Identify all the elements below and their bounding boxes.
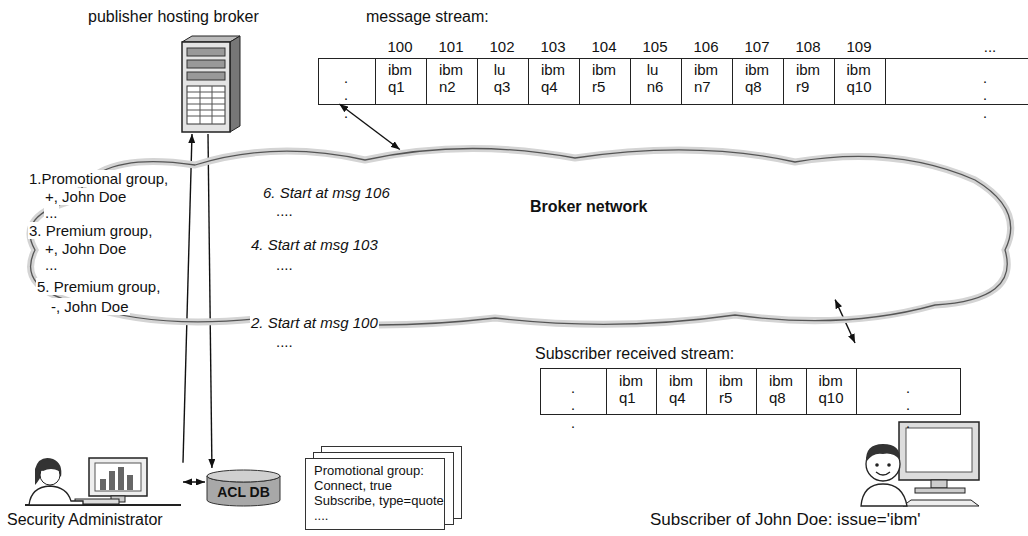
column-header: 102 [488, 38, 515, 55]
ellipsis-cell: · · · [570, 382, 577, 434]
start-note: .... [275, 256, 294, 273]
ellipsis-cell: · · · [343, 72, 350, 124]
connector-arrow [183, 481, 205, 482]
node-text: Promotional group: [314, 464, 436, 479]
node-text: Connect, true [314, 479, 436, 494]
node-text: publisher hosting broker [88, 8, 259, 26]
received-stream-table: Subscriber received stream: [535, 343, 960, 416]
column-header: 106 [692, 38, 719, 55]
administrator-figure [5, 455, 183, 511]
connector-arrow [183, 134, 192, 463]
start-note: 6. Start at msg 106 [262, 184, 391, 201]
start-note: 4. Start at msg 103 [250, 236, 379, 253]
column-header: 104 [590, 38, 617, 55]
message-cell: ibm q4 [540, 61, 566, 96]
acl-update-note: -, John Doe [50, 298, 130, 315]
ellipsis-cell: · · · [905, 382, 912, 434]
column-header: 100 [386, 38, 413, 55]
node-text: ACL DB [217, 484, 270, 500]
start-note: .... [275, 202, 294, 219]
received-cell: ibm q8 [768, 372, 794, 407]
acl-update-note: 5. Premium group, [36, 278, 161, 295]
acl-document: Promotional group:Connect, trueSubscribe… [305, 458, 445, 530]
received-cell: ibm q1 [618, 372, 644, 407]
received-cell: ibm q10 [817, 372, 844, 407]
acl-update-note: +, John Doe [44, 240, 127, 257]
node-text: message stream: [366, 8, 489, 26]
acl-update-note: ... [44, 256, 59, 273]
broker-network-cloud: Broker network [15, 140, 1025, 330]
column-header: ... [983, 38, 998, 55]
column-header: 101 [437, 38, 464, 55]
node-text: Security Administrator [7, 511, 163, 529]
ellipsis-cell: · · · [982, 72, 989, 124]
column-header: 108 [794, 38, 821, 55]
column-header: 105 [641, 38, 668, 55]
node-text: .... [314, 509, 436, 524]
node-text: Subscribe, type=quote [314, 494, 436, 509]
connector-arrow [208, 134, 212, 468]
subscriber: Subscriber of John Doe: issue='ibm' [648, 418, 1022, 532]
acl-update-note: +, John Doe [44, 188, 127, 205]
message-cell: ibm n7 [693, 61, 719, 96]
message-cell: ibm q8 [744, 61, 770, 96]
security-administrator: Security Administrator [5, 455, 183, 532]
message-cell: lu n6 [646, 61, 665, 96]
message-cell: lu q3 [493, 61, 512, 96]
message-cell: ibm q1 [387, 61, 413, 96]
acl-database: ACL DB [205, 468, 282, 508]
acl-update-note: 1.Promotional group, [28, 170, 169, 187]
received-cell: ibm r5 [718, 372, 744, 407]
server-icon [172, 34, 244, 134]
cloud-outline [15, 140, 1025, 330]
acl-update-note: ... [44, 204, 59, 221]
column-header: 103 [539, 38, 566, 55]
message-stream-table: message stream: [318, 6, 1028, 104]
received-cell: ibm q4 [668, 372, 694, 407]
message-cell: ibm n2 [438, 61, 464, 96]
acl-update-note: 3. Premium group, [28, 222, 153, 239]
node-text: Broker network [530, 198, 647, 216]
message-cell: ibm r9 [795, 61, 821, 96]
start-note: 2. Start at msg 100 [250, 314, 379, 331]
start-note: .... [275, 333, 294, 350]
message-cell: ibm r5 [591, 61, 617, 96]
node-text: Subscriber of John Doe: issue='ibm' [650, 510, 921, 530]
message-cell: ibm q10 [845, 61, 872, 96]
subscriber-figure [853, 418, 993, 508]
broker-server: publisher hosting broker [88, 6, 288, 134]
node-text: Subscriber received stream: [535, 345, 734, 363]
column-header: 107 [743, 38, 770, 55]
column-header: 109 [845, 38, 872, 55]
